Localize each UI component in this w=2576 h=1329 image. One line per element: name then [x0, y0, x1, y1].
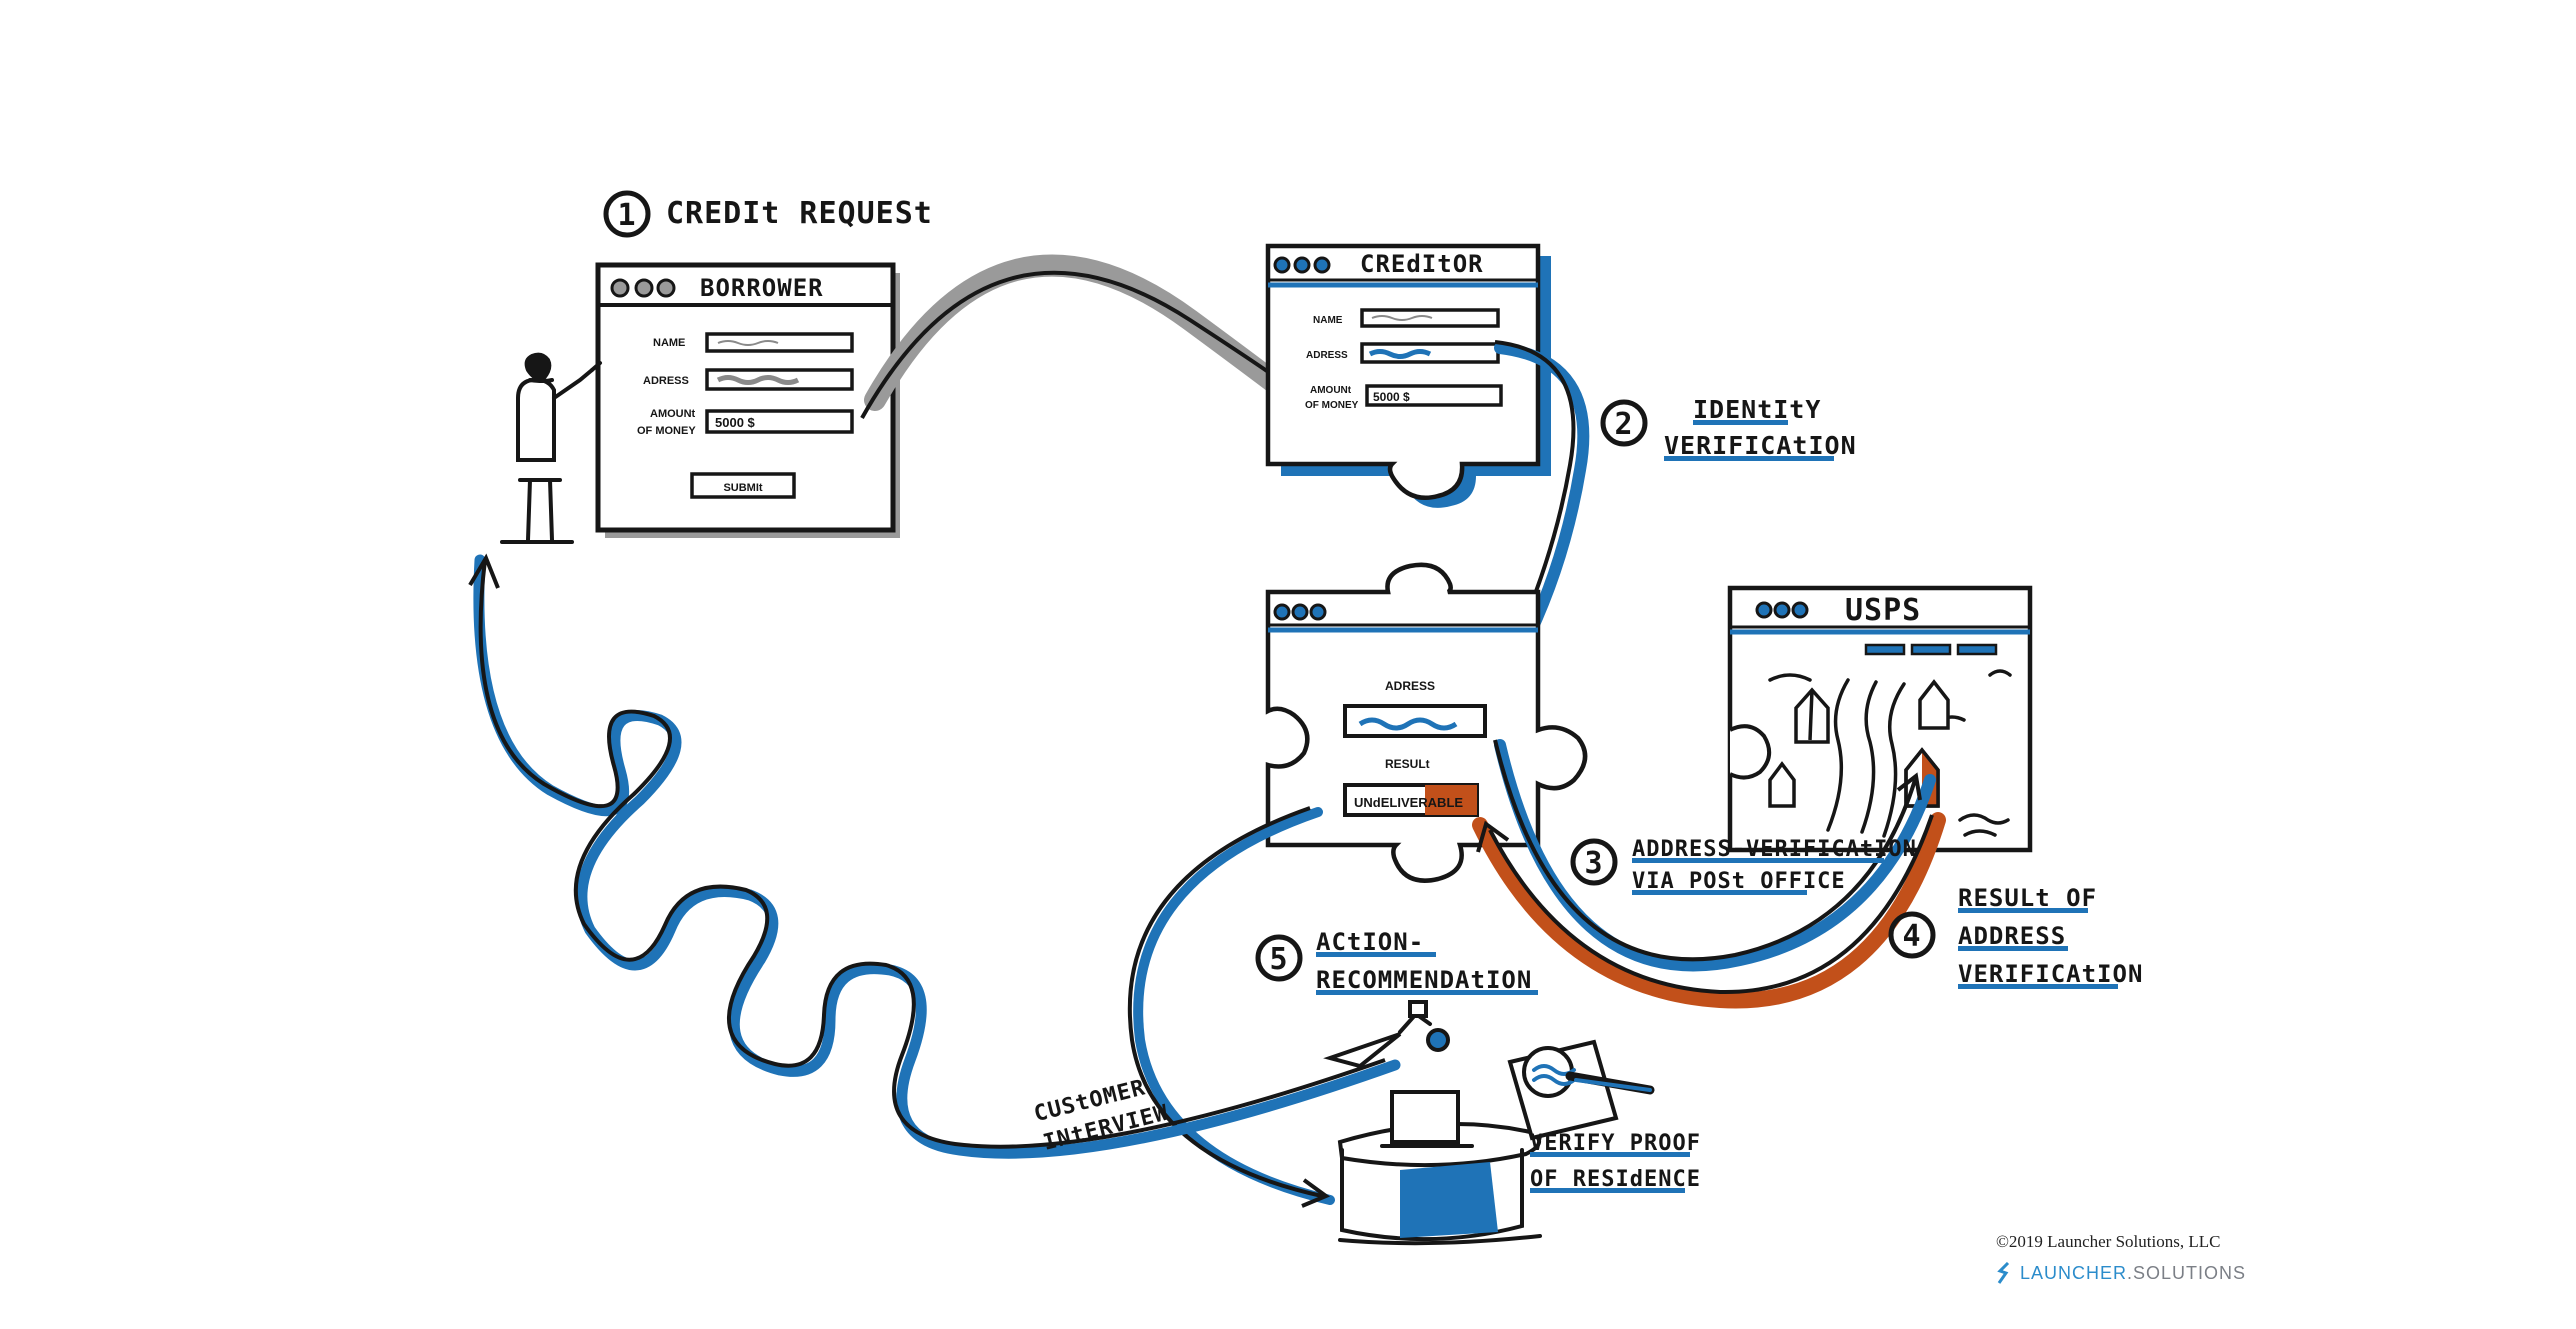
- window-dot-icon: [610, 278, 630, 298]
- borrower-amount-field: [705, 409, 854, 434]
- borrower-name-field: [705, 332, 854, 353]
- borrower-amount-label-1: AMOUNt: [650, 408, 696, 420]
- step-3-number: 3: [1584, 846, 1603, 881]
- step-5-label-2: RECOMMENDAtION: [1316, 966, 1532, 994]
- step-5-number: 5: [1269, 942, 1288, 977]
- step-1: 1 CREDIt REQUESt: [603, 190, 933, 238]
- house-icon: [1768, 761, 1796, 808]
- arrow-borrower-to-creditor: [860, 254, 1335, 435]
- brand-logo: LAUNCHER.SOLUTIONS: [1996, 1262, 2246, 1284]
- step-4-number: 4: [1902, 919, 1921, 954]
- window-dot-icon: [1291, 603, 1309, 621]
- result-form: ADRESS RESULt UNdELIVERABLE: [1265, 562, 1588, 883]
- window-dot-icon: [1309, 603, 1327, 621]
- borrower-name-label: NAME: [653, 337, 685, 349]
- step-5-label-1: ACtION-: [1316, 928, 1424, 956]
- window-dot-icon: [634, 278, 654, 298]
- verify-label-2: OF RESIdENCE: [1530, 1167, 1701, 1192]
- window-dot-icon: [656, 278, 676, 298]
- step-4-label-1: RESULt OF: [1958, 884, 2097, 912]
- borrower-address-label: ADRESS: [643, 375, 689, 387]
- step-5: 5 ACtION- RECOMMENDAtION: [1127, 806, 1538, 1208]
- map-roads: [1768, 669, 2012, 838]
- borrower-title: BORROWER: [700, 274, 824, 302]
- step-1-number: 1: [617, 198, 636, 233]
- brand-suffix: .SOLUTIONS: [2127, 1262, 2247, 1283]
- result-result-label: RESULt: [1385, 757, 1430, 771]
- result-address-label: ADRESS: [1385, 679, 1435, 693]
- creditor-name-label: NAME: [1313, 315, 1343, 326]
- borrower-submit-label: SUBMIt: [723, 482, 762, 494]
- borrower-amount-label-2: OF MONEY: [637, 425, 696, 437]
- window-dot-icon: [1773, 601, 1791, 619]
- step-2-number: 2: [1614, 407, 1633, 442]
- step-3-label-2: VIA POSt OFFICE: [1632, 869, 1846, 894]
- step-3: 3 ADDRESS-VERIFICAtION VIA POSt OFFICE: [1570, 837, 1917, 895]
- window-dot-icon: [1293, 256, 1311, 274]
- step-2-label-2: VERIFICAtION: [1664, 431, 1857, 460]
- result-value: UNdELIVERABLE: [1354, 795, 1463, 810]
- usps-window: USPS: [1727, 585, 2033, 853]
- step-4-label-3: VERIFICAtION: [1958, 960, 2143, 988]
- step-3-label-1: ADDRESS-VERIFICAtION: [1632, 837, 1917, 862]
- verify-label-1: VERIFY PROOF: [1530, 1131, 1701, 1156]
- verify-proof-label: VERIFY PROOF OF RESIdENCE: [1530, 1131, 1701, 1193]
- step-4: 4 RESULt OF ADDRESS VERIFICAtION: [1888, 884, 2143, 989]
- creditor-form: CREdItOR NAME ADRESS AMOUNt OF MONEY 500…: [1265, 243, 1551, 508]
- house-icon: [1918, 679, 1950, 730]
- borrower-amount-value: 5000 $: [715, 415, 756, 430]
- creditor-title: CREdItOR: [1360, 250, 1484, 278]
- house-icon: [1794, 687, 1830, 744]
- window-dot-icon: [1273, 603, 1291, 621]
- customer-interview-curve: [468, 553, 1401, 1159]
- creditor-amount-field: [1365, 384, 1503, 407]
- creditor-amount-label-2: OF MONEY: [1305, 400, 1359, 411]
- window-dot-icon: [1791, 601, 1809, 619]
- borrower-submit-button: [690, 472, 796, 499]
- verification-arcs: [1472, 739, 1946, 1009]
- desk-scene: [1323, 1000, 1655, 1246]
- copyright-text: ©2019 Launcher Solutions, LLC: [1996, 1232, 2221, 1251]
- window-dot-icon: [1755, 601, 1773, 619]
- step-2-label-1: IDENtItY: [1693, 395, 1821, 424]
- step-1-circle: [603, 190, 651, 238]
- brand-main: LAUNCHER: [2020, 1262, 2128, 1283]
- step-1-label: CREDIt REQUESt: [666, 196, 933, 231]
- window-dot-icon: [1273, 256, 1291, 274]
- usps-title: USPS: [1845, 593, 1921, 628]
- laptop-icon: [1390, 1090, 1460, 1144]
- borrower-person-icon: [500, 352, 602, 544]
- creditor-address-label: ADRESS: [1306, 350, 1348, 361]
- step-4-label-2: ADDRESS: [1958, 922, 2066, 950]
- creditor-amount-value: 5000 $: [1373, 390, 1410, 404]
- borrower-form: BORROWER NAME ADRESS AMOUNt OF MONEY 500…: [595, 262, 900, 538]
- creditor-amount-label-1: AMOUNt: [1310, 385, 1352, 396]
- window-dot-icon: [1313, 256, 1331, 274]
- launcher-logo-icon: [1997, 1262, 2010, 1284]
